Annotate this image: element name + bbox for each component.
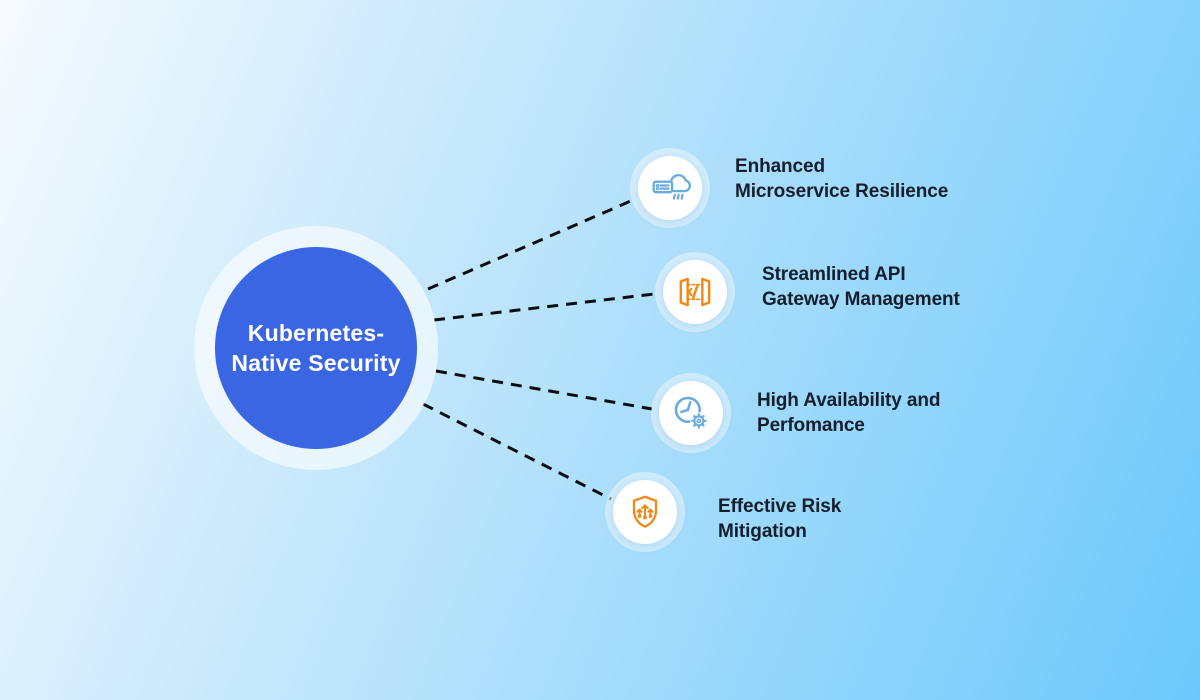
benefit-node-2 (655, 252, 735, 332)
benefit-label-4: Effective Risk Mitigation (718, 495, 841, 544)
benefit-label-1-line2: Microservice Resilience (735, 180, 949, 202)
connector-line-2 (433, 292, 655, 322)
connector-line-4 (422, 402, 612, 501)
benefit-label-2-line1: Streamlined API (762, 264, 906, 285)
center-node: Kubernetes- Native Security (215, 247, 417, 449)
center-label-line2: Native Security (231, 350, 401, 376)
benefit-label-3-line2: Perfomance (757, 414, 865, 436)
benefit-node-1 (630, 148, 710, 228)
benefit-node-3 (651, 373, 731, 453)
benefit-label-2: Streamlined API Gateway Management (762, 263, 960, 312)
center-label-line1: Kubernetes- (247, 320, 385, 346)
benefit-label-3-line1: High Availability and (757, 390, 941, 411)
benefit-node-4 (605, 472, 685, 552)
benefit-node-2-circle (663, 260, 727, 324)
benefit-label-1-line1: Enhanced (735, 156, 825, 177)
benefit-label-3: High Availability and Perfomance (757, 389, 940, 438)
benefit-node-1-circle (638, 156, 702, 220)
connector-line-1 (427, 198, 634, 291)
benefit-label-4-line1: Effective Risk (718, 496, 842, 517)
shield-circuit-icon (632, 495, 658, 528)
benefit-label-1: Enhanced Microservice Resilience (735, 155, 948, 204)
benefit-label-2-line2: Gateway Management (762, 288, 960, 310)
cloud-server-icon (652, 174, 691, 200)
benefit-node-4-circle (613, 480, 677, 544)
benefit-label-4-line2: Mitigation (718, 520, 807, 542)
api-gateway-icon (679, 277, 711, 307)
center-node-halo: Kubernetes- Native Security (194, 226, 438, 470)
benefit-node-3-circle (659, 381, 723, 445)
clock-gear-icon (674, 396, 708, 430)
connector-line-3 (435, 369, 653, 411)
center-node-label: Kubernetes- Native Security (231, 318, 400, 378)
